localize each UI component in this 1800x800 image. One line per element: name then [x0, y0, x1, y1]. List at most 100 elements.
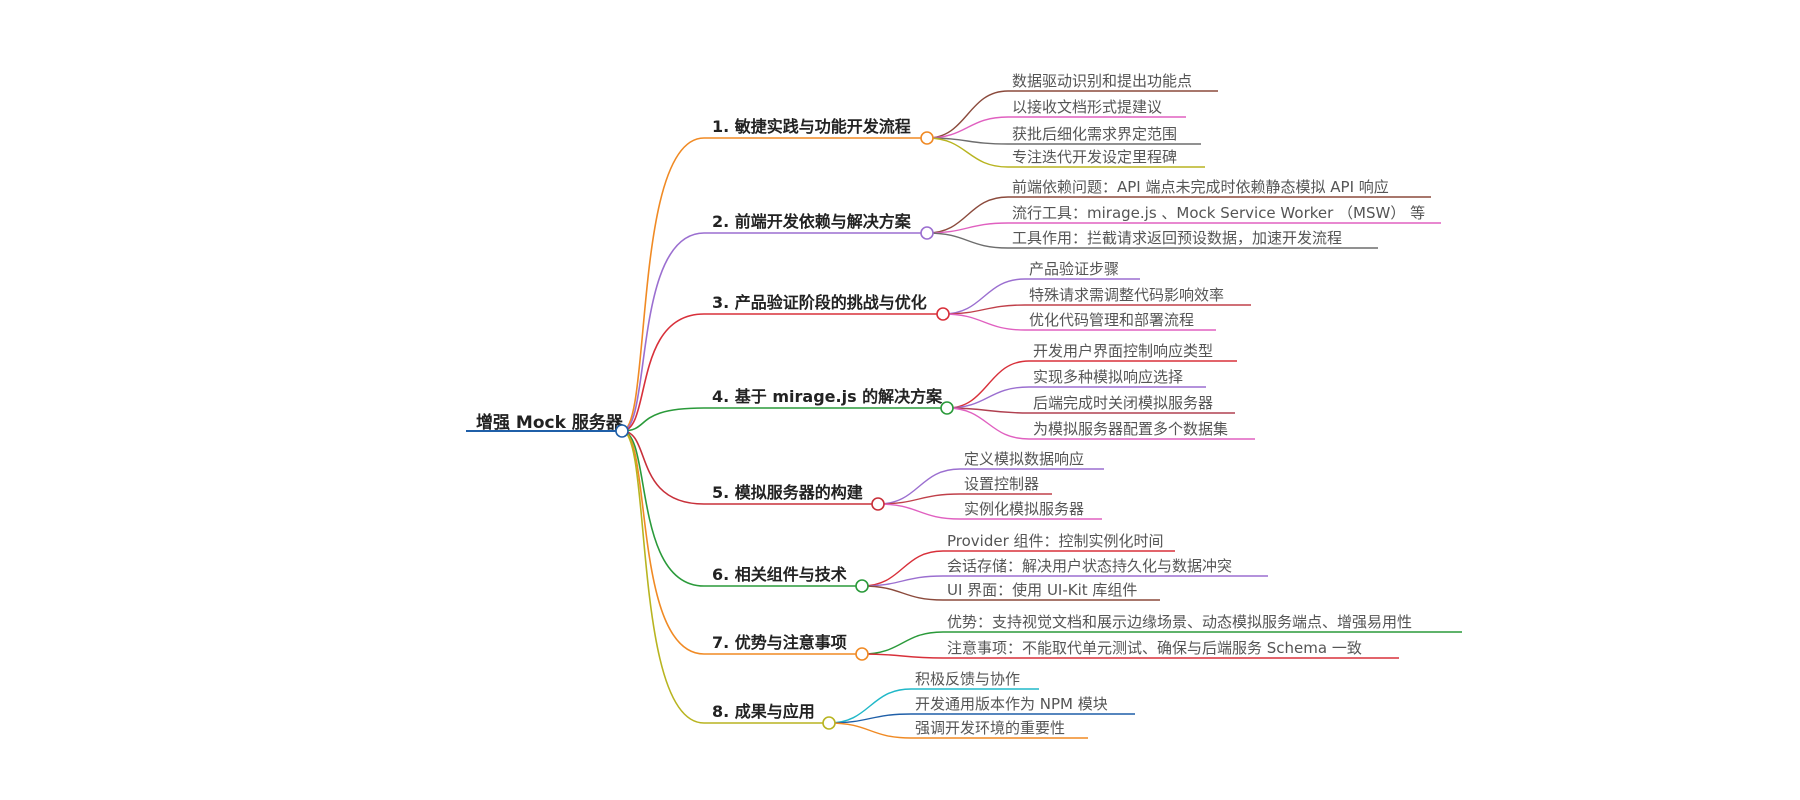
- branch-node-3: 3. 产品验证阶段的挑战与优化 产品验证步骤特殊请求需调整代码影响效率优化代码管理…: [704, 260, 1251, 331]
- leaf-node: 积极反馈与协作: [911, 670, 1039, 690]
- branch-label: 1. 敏捷实践与功能开发流程: [712, 117, 911, 136]
- root-collapse-toggle[interactable]: [615, 424, 629, 438]
- root-branch-connector: [621, 313, 705, 432]
- root-branch-connector: [621, 430, 705, 505]
- leaf-node: 会话存储：解决用户状态持久化与数据冲突: [943, 557, 1268, 577]
- leaf-label: 为模拟服务器配置多个数据集: [1033, 420, 1228, 438]
- branch-node-1: 1. 敏捷实践与功能开发流程 数据驱动识别和提出功能点以接收文档形式提建议获批后细…: [704, 72, 1218, 168]
- leaf-node: UI 界面：使用 UI-Kit 库组件: [943, 581, 1160, 601]
- leaf-node: 设置控制器: [960, 475, 1052, 495]
- branch-node-7: 7. 优势与注意事项 优势：支持视觉文档和展示边缘场景、动态模拟服务端点、增强易用…: [704, 613, 1462, 661]
- branch-leaf-connector: [946, 407, 1030, 440]
- leaf-node: 工具作用：拦截请求返回预设数据，加速开发流程: [1008, 229, 1378, 249]
- branch-collapse-toggle[interactable]: [855, 579, 869, 593]
- leaf-label: 实现多种模拟响应选择: [1033, 368, 1183, 386]
- leaf-node: 注意事项：不能取代单元测试、确保与后端服务 Schema 一致: [943, 639, 1399, 659]
- branch-label: 3. 产品验证阶段的挑战与优化: [712, 293, 927, 312]
- branch-leaf-connector: [946, 407, 1030, 414]
- connectors: [621, 90, 1030, 739]
- leaf-label: 前端依赖问题：API 端点未完成时依赖静态模拟 API 响应: [1012, 178, 1389, 196]
- leaf-label: 获批后细化需求界定范围: [1012, 125, 1177, 143]
- leaf-node: 实例化模拟服务器: [960, 500, 1102, 520]
- branch-leaf-connector: [877, 468, 961, 505]
- branch-collapse-toggle[interactable]: [871, 497, 885, 511]
- leaf-label: 开发用户界面控制响应类型: [1033, 342, 1213, 360]
- branch-node-6: 6. 相关组件与技术 Provider 组件：控制实例化时间会话存储：解决用户状态…: [704, 532, 1268, 601]
- branch-leaf-connector: [926, 90, 1009, 139]
- leaf-label: 开发通用版本作为 NPM 模块: [915, 695, 1108, 713]
- leaf-node: 强调开发环境的重要性: [911, 719, 1088, 739]
- branch-label: 4. 基于 mirage.js 的解决方案: [712, 387, 943, 406]
- leaf-node: 开发通用版本作为 NPM 模块: [911, 695, 1135, 715]
- branch-collapse-toggle[interactable]: [936, 307, 950, 321]
- leaf-node: 以接收文档形式提建议: [1008, 98, 1186, 118]
- branch-leaf-connector: [926, 137, 1009, 168]
- root-branch-connector: [621, 430, 705, 587]
- branch-collapse-toggle[interactable]: [920, 226, 934, 240]
- branch-collapse-toggle[interactable]: [822, 716, 836, 730]
- branch-label: 5. 模拟服务器的构建: [712, 483, 863, 502]
- branch-node-2: 2. 前端开发依赖与解决方案 前端依赖问题：API 端点未完成时依赖静态模拟 AP…: [704, 178, 1441, 249]
- leaf-label: 优势：支持视觉文档和展示边缘场景、动态模拟服务端点、增强易用性: [947, 613, 1412, 631]
- leaf-label: 强调开发环境的重要性: [915, 719, 1065, 737]
- leaf-node: 获批后细化需求界定范围: [1008, 125, 1201, 145]
- leaf-label: 定义模拟数据响应: [964, 450, 1084, 468]
- branch-leaf-connector: [942, 304, 1026, 315]
- branch-leaf-connector: [877, 503, 961, 520]
- root-branch-connector: [621, 430, 705, 724]
- root-branch-connector: [621, 407, 705, 432]
- branch-leaf-connector: [942, 278, 1026, 315]
- branch-label: 2. 前端开发依赖与解决方案: [712, 212, 912, 231]
- leaf-label: UI 界面：使用 UI-Kit 库组件: [947, 581, 1137, 599]
- branch-label: 6. 相关组件与技术: [712, 565, 847, 584]
- leaf-label: 工具作用：拦截请求返回预设数据，加速开发流程: [1012, 229, 1342, 247]
- leaf-label: 后端完成时关闭模拟服务器: [1033, 394, 1213, 412]
- leaf-node: 优势：支持视觉文档和展示边缘场景、动态模拟服务端点、增强易用性: [943, 613, 1462, 633]
- leaf-node: 特殊请求需调整代码影响效率: [1025, 286, 1251, 306]
- branch-leaf-connector: [877, 493, 961, 505]
- root-branch-connector: [621, 232, 705, 432]
- leaf-label: 优化代码管理和部署流程: [1029, 311, 1194, 329]
- branch-leaf-connector: [861, 653, 944, 659]
- branch-collapse-toggle[interactable]: [855, 647, 869, 661]
- branch-leaf-connector: [861, 585, 944, 601]
- leaf-label: 注意事项：不能取代单元测试、确保与后端服务 Schema 一致: [947, 639, 1362, 657]
- root-node-label: 增强 Mock 服务器: [476, 412, 624, 433]
- leaf-label: 实例化模拟服务器: [964, 500, 1084, 518]
- branch-collapse-toggle[interactable]: [920, 131, 934, 145]
- leaf-label: 以接收文档形式提建议: [1012, 98, 1162, 116]
- leaf-label: 会话存储：解决用户状态持久化与数据冲突: [947, 557, 1232, 575]
- leaf-label: 特殊请求需调整代码影响效率: [1029, 286, 1224, 304]
- branch-node-4: 4. 基于 mirage.js 的解决方案 开发用户界面控制响应类型实现多种模拟响…: [704, 342, 1255, 440]
- branch-leaf-connector: [861, 631, 944, 655]
- leaf-label: 流行工具：mirage.js 、Mock Service Worker （MSW…: [1012, 204, 1425, 222]
- leaf-label: 数据驱动识别和提出功能点: [1012, 72, 1192, 90]
- leaf-node: 优化代码管理和部署流程: [1025, 311, 1216, 331]
- branch-leaf-connector: [828, 722, 912, 739]
- leaf-label: Provider 组件：控制实例化时间: [947, 532, 1164, 550]
- branch-label: 7. 优势与注意事项: [712, 633, 847, 652]
- leaf-label: 设置控制器: [964, 475, 1039, 493]
- root-branch-connector: [621, 430, 705, 655]
- branch-leaf-connector: [926, 196, 1009, 234]
- leaf-label: 积极反馈与协作: [915, 670, 1020, 688]
- leaf-label: 专注迭代开发设定里程碑: [1012, 148, 1177, 166]
- branch-leaf-connector: [828, 688, 912, 724]
- branch-leaf-connector: [926, 222, 1009, 234]
- leaf-node: 产品验证步骤: [1025, 260, 1140, 280]
- leaf-node: 流行工具：mirage.js 、Mock Service Worker （MSW…: [1008, 204, 1441, 224]
- branch-label: 8. 成果与应用: [712, 702, 815, 721]
- leaf-node: 数据驱动识别和提出功能点: [1008, 72, 1218, 92]
- leaf-node: 开发用户界面控制响应类型: [1029, 342, 1237, 362]
- branch-collapse-toggle[interactable]: [940, 401, 954, 415]
- leaf-label: 产品验证步骤: [1029, 260, 1119, 278]
- leaf-node: 为模拟服务器配置多个数据集: [1029, 420, 1255, 440]
- branch-leaf-connector: [926, 116, 1009, 139]
- root-branch-connector: [621, 137, 705, 432]
- leaf-node: 后端完成时关闭模拟服务器: [1029, 394, 1235, 414]
- leaf-node: Provider 组件：控制实例化时间: [943, 532, 1175, 552]
- nodes: 增强 Mock 服务器 1. 敏捷实践与功能开发流程 数据驱动识别和提出功能点以接…: [466, 72, 1462, 739]
- leaf-node: 定义模拟数据响应: [960, 450, 1104, 470]
